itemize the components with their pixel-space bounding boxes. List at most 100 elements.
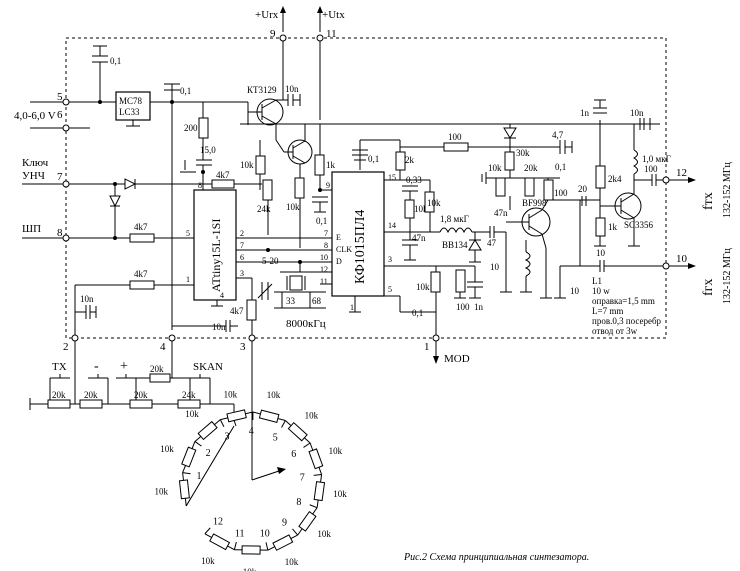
- pin-8-label: 8: [57, 227, 63, 239]
- cap-10n-q1: 10n: [285, 84, 299, 94]
- pll-pin-8: 8: [324, 241, 328, 250]
- pin-11-pad: [316, 34, 324, 42]
- switch-position-label: 1: [196, 471, 201, 482]
- keypad-r20k-b: [79, 399, 103, 409]
- pin-3-pad: [248, 334, 256, 342]
- urx-label: +Urx: [255, 9, 279, 21]
- res-100-b-label: 100: [554, 188, 568, 198]
- pll-pin-11: 11: [320, 277, 328, 286]
- res-1k-a-label: 1k: [326, 160, 336, 170]
- key-skan-label: SKAN: [193, 361, 223, 373]
- keypad-r20k-top: [149, 373, 171, 383]
- switch-position-label: 11: [235, 528, 245, 539]
- mcu-pin-4: 4: [220, 291, 224, 300]
- pin-7-label: 7: [57, 171, 63, 183]
- pin-4-pad: [168, 334, 176, 342]
- pin-8-pad: [62, 234, 70, 242]
- resistor-100-b: [543, 179, 554, 201]
- cap-0-1-d: 0,1: [368, 154, 379, 164]
- coil-line-3: L=7 mm: [592, 306, 623, 316]
- keypad-r20k-b-label: 20k: [84, 390, 98, 400]
- switch-contact: [182, 472, 191, 475]
- res-4k7-a-label: 4k7: [216, 170, 230, 180]
- switch-resistor-label: 10k: [285, 557, 299, 567]
- pin-7-pad: [62, 180, 70, 188]
- cap-0-1-top: 0,1: [110, 56, 121, 66]
- switch-resistor-label: 10k: [305, 410, 319, 420]
- pll-pin-d: D: [336, 257, 342, 266]
- keypad-r24k-label: 24k: [182, 390, 196, 400]
- coil-line-2: оправка=1,5 mm: [592, 296, 655, 306]
- keypad: TX - + SKAN 20k 20k 20k 20k: [29, 359, 235, 420]
- pin-12-pad: [662, 176, 670, 184]
- resistor-20k: [524, 177, 535, 197]
- switch-resistor-label: 10k: [317, 529, 331, 539]
- pll-pin-15: 15: [388, 173, 396, 182]
- frx-range-label: 132-152 МГц: [722, 247, 733, 304]
- resistor-100-a: [443, 142, 469, 152]
- utx-label: +Utx: [322, 9, 345, 21]
- mod-label: MOD: [444, 353, 470, 365]
- cap-47-label: 47: [487, 238, 497, 248]
- cap-10n-c: 10n: [212, 322, 226, 332]
- coil-line-4: пров.0,3 посеребр: [592, 316, 662, 326]
- resistor-200: [198, 117, 209, 139]
- pll-pin-10: 10: [320, 253, 328, 262]
- cap-4-7-label: 4,7: [552, 130, 564, 140]
- switch-contact: [303, 442, 311, 448]
- mcu-pin-6: 6: [240, 253, 244, 262]
- power-pins: +Urx +Utx 9 11: [255, 6, 345, 120]
- switch-position-label: 5: [273, 432, 278, 443]
- mcu-pin-1: 1: [186, 275, 190, 284]
- key-minus-label: -: [94, 359, 99, 374]
- switch-resistor-10k: [313, 481, 326, 502]
- regulator-label-2: LC33: [119, 107, 140, 117]
- regulator-label-1: MC78: [119, 96, 143, 106]
- switch-contact: [204, 527, 211, 535]
- coil-line-1: 10 w: [592, 286, 610, 296]
- ftx-label: fтх: [701, 192, 716, 210]
- inductor-1-8-label: 1,8 мкГ: [440, 214, 469, 224]
- cap-10-label: 10: [490, 262, 500, 272]
- switch-contact: [292, 528, 299, 536]
- cap-1n-a-label: 1n: [474, 302, 484, 312]
- pll-label: КФ1015ПЛ4: [353, 210, 368, 284]
- pll-pin-14: 14: [388, 221, 396, 230]
- res-1k-b-label: 1k: [608, 222, 618, 232]
- shp-label: ШП: [22, 223, 41, 235]
- keypad-r20k-a: [47, 399, 71, 409]
- keypad-r20k-a-label: 20k: [52, 390, 66, 400]
- res-2k4-label: 2k4: [608, 174, 622, 184]
- keypad-r20k-top-label: 20k: [150, 364, 164, 374]
- key-plus-label: +: [120, 359, 128, 374]
- resistor-4k7-c: [129, 280, 155, 290]
- resistor-10k-b: [294, 177, 305, 199]
- res-100-a-label: 100: [448, 132, 462, 142]
- switch-position-label: 7: [300, 472, 305, 483]
- coil-name: L1: [592, 276, 602, 286]
- coil-notes: L1 10 w оправка=1,5 mm L=7 mm пров.0,3 п…: [592, 276, 662, 336]
- switch-resistor-label: 10k: [160, 444, 174, 454]
- cap-68-label: 68: [312, 296, 322, 306]
- cap-100-label: 100: [644, 164, 658, 174]
- figure-caption: Рис.2 Схема принципиальная синтезатора.: [403, 552, 589, 563]
- switch-contact: [281, 420, 286, 428]
- pll-pin9-near: 9: [326, 181, 330, 190]
- mcu-pin-7: 7: [240, 241, 244, 250]
- pin-6-label: 6: [57, 109, 63, 121]
- res-200-label: 200: [184, 123, 198, 133]
- pin-10-label: 10: [676, 253, 688, 265]
- switch-position-label: 4: [249, 426, 254, 437]
- switch-resistor-label: 10k: [201, 556, 215, 566]
- cap-33-label: 33: [286, 296, 296, 306]
- switch-position-label: 2: [206, 448, 211, 459]
- pin-1-label: 1: [424, 341, 430, 353]
- pin-3-label: 3: [240, 341, 246, 353]
- res-10k-d-label: 10k: [427, 198, 441, 208]
- resistor-10k-a: [255, 155, 266, 175]
- frx-label: fгх: [701, 279, 716, 296]
- rotary-switch: 10k10k10k10k10k10k10k10k10k10k10k10k1234…: [155, 389, 348, 571]
- pin-1-pad: [432, 334, 440, 342]
- switch-resistor-label: 10k: [155, 487, 169, 497]
- res-100-c-label: 100: [456, 302, 470, 312]
